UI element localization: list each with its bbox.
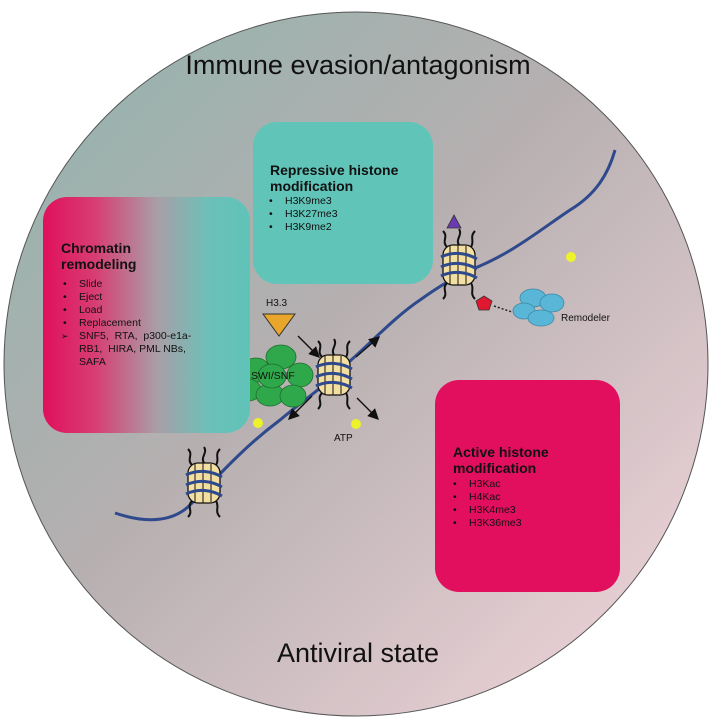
yellow-dot-right [566, 252, 576, 262]
repressive-title-line2: modification [270, 178, 354, 194]
chromatin-remodeling-box: Chromatin remodeling Slide Eject Load Re… [43, 197, 250, 433]
list-item: H3K27me3 [267, 208, 417, 221]
active-box-title: Active histone modification [453, 444, 549, 476]
active-list: H3Kac H4Kac H3K4me3 H3K36me3 [451, 478, 601, 530]
swisnf-label: SWI/SNF [251, 370, 295, 382]
chromatin-list: Slide Eject Load Replacement SNF5, RTA, … [61, 278, 241, 369]
list-item: H3K4me3 [451, 504, 601, 517]
remodel-arrow-up [355, 336, 381, 358]
histone-mark-pentagon-icon [475, 295, 493, 311]
list-item: Load [61, 304, 241, 317]
list-item: H3K9me2 [267, 221, 417, 234]
repressive-modification-box: Repressive histone modification H3K9me3 … [253, 122, 433, 284]
list-item: H3K36me3 [451, 517, 601, 530]
active-modification-box: Active histone modification H3Kac H4Kac … [435, 380, 620, 592]
list-item: H4Kac [451, 491, 601, 504]
arrow-item-line3: SAFA [79, 356, 106, 368]
bottom-title: Antiviral state [276, 638, 440, 668]
histone-mark-triangle-icon [446, 214, 462, 229]
list-item: Slide [61, 278, 241, 291]
active-title-line2: modification [453, 460, 537, 476]
remodel-arrow-down-left [288, 395, 313, 420]
list-item: H3Kac [451, 478, 601, 491]
list-item: Eject [61, 291, 241, 304]
repressive-list: H3K9me3 H3K27me3 H3K9me2 [267, 195, 417, 234]
list-item-arrow: SNF5, RTA, p300-e1a- RB1, HIRA, PML NBs,… [61, 330, 241, 369]
repressive-box-title: Repressive histone modification [270, 162, 398, 194]
h33-arrow [297, 335, 320, 358]
h33-triangle-icon [262, 313, 296, 337]
chromatin-title-line1: Chromatin [61, 240, 131, 256]
arrow-item-line1: SNF5, RTA, p300-e1a- [79, 330, 192, 342]
h33-label: H3.3 [266, 298, 288, 309]
list-item: H3K9me3 [267, 195, 417, 208]
yellow-dot-left [253, 418, 263, 428]
chromatin-title-line2: remodeling [61, 256, 137, 272]
repressive-title-line1: Repressive histone [270, 162, 399, 178]
chromatin-box-title: Chromatin remodeling [61, 240, 136, 272]
top-title: Immune evasion/antagonism [185, 50, 531, 80]
atp-dot [351, 419, 361, 429]
atp-label: ATP [334, 433, 353, 444]
remodeler-label: Remodeler [561, 313, 610, 324]
active-title-line1: Active histone [453, 444, 549, 460]
remodeler-complex-icon [512, 288, 565, 327]
remodel-arrow-down-right [356, 397, 379, 420]
list-item: Replacement [61, 317, 241, 330]
remodeler-link-dotted [493, 305, 513, 313]
arrow-item-line2: RB1, HIRA, PML NBs, [79, 343, 186, 355]
